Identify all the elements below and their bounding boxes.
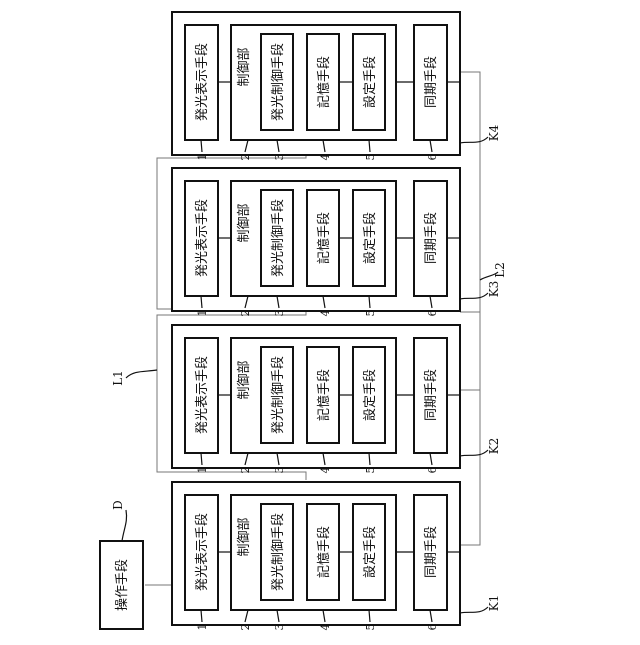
unit-id-leader [460,293,488,299]
ref-numeral-4: 4 [319,467,332,474]
ref-numeral-2: 2 [239,154,252,161]
ref-numeral-3: 3 [273,624,286,631]
sync-label: 同期手段 [424,212,439,264]
setting-label: 設定手段 [362,369,378,421]
unit-k1: 発光表示手段 制御部 発光制御手段 記憶手段 設定手段 同期手段 1 2 3 4 5 6 K1 [172,482,501,631]
operation-block: 操作手段 D [100,500,143,629]
ref-numeral-5: 5 [364,624,377,631]
sync-label: 同期手段 [424,526,439,578]
wire-bus-l2-lower [460,312,480,545]
ref-numeral-6: 6 [426,467,439,474]
unit-id-leader [460,607,488,613]
control-unit-label: 制御部 [237,517,252,556]
l1-leader [126,370,157,378]
unit-id-leader [460,137,488,143]
ref-numeral-5: 5 [364,467,377,474]
setting-label: 設定手段 [362,526,378,578]
operation-ref: D [111,500,125,510]
emit-display-label: 発光表示手段 [195,356,210,434]
unit-id-leader [460,450,488,456]
unit-id-label: K4 [487,124,501,141]
ref-numeral-4: 4 [319,624,332,631]
ref-numeral-1: 1 [196,467,209,474]
ref-numeral-2: 2 [239,310,252,317]
emit-control-label: 発光制御手段 [271,199,286,277]
l2-label: L2 [493,262,507,278]
unit-k4: 発光表示手段 制御部 発光制御手段 記憶手段 設定手段 同期手段 1 2 3 4 5 6 K4 [172,12,501,161]
unit-id-label: K2 [487,438,501,455]
setting-label: 設定手段 [362,212,378,264]
ref-numeral-3: 3 [273,154,286,161]
ref-numeral-1: 1 [196,310,209,317]
operation-label: 操作手段 [114,559,130,611]
setting-label: 設定手段 [362,56,378,108]
unit-k2: 発光表示手段 制御部 発光制御手段 記憶手段 設定手段 同期手段 1 2 3 4 5 6 K2 [172,325,501,474]
ref-numeral-6: 6 [426,624,439,631]
memory-label: 記憶手段 [316,369,332,421]
memory-label: 記憶手段 [316,212,332,264]
operation-ref-leader [122,510,127,541]
sync-label: 同期手段 [424,56,439,108]
emit-control-label: 発光制御手段 [271,356,286,434]
ref-numeral-6: 6 [426,310,439,317]
emit-display-label: 発光表示手段 [195,513,210,591]
emit-display-label: 発光表示手段 [195,43,210,121]
ref-numeral-4: 4 [319,310,332,317]
ref-numeral-3: 3 [273,467,286,474]
emit-control-label: 発光制御手段 [271,43,286,121]
ref-numeral-5: 5 [364,154,377,161]
memory-label: 記憶手段 [316,526,332,578]
ref-numeral-1: 1 [196,154,209,161]
sync-label: 同期手段 [424,369,439,421]
control-unit-label: 制御部 [237,360,252,399]
ref-numeral-1: 1 [196,624,209,631]
ref-numeral-2: 2 [239,624,252,631]
ref-numeral-4: 4 [319,154,332,161]
memory-label: 記憶手段 [316,56,332,108]
ref-numeral-6: 6 [426,154,439,161]
ref-numeral-5: 5 [364,310,377,317]
ref-numeral-2: 2 [239,467,252,474]
unit-k3: 発光表示手段 制御部 発光制御手段 記憶手段 設定手段 同期手段 1 2 3 4 5 6 K3 [172,168,501,317]
control-unit-label: 制御部 [237,47,252,86]
emit-control-label: 発光制御手段 [271,513,286,591]
unit-stack: 発光表示手段制御部発光制御手段記憶手段設定手段同期手段123456K4発光表示手… [172,12,501,631]
ref-numeral-3: 3 [273,310,286,317]
unit-id-label: K1 [487,595,501,612]
l1-label: L1 [111,370,125,386]
control-unit-label: 制御部 [237,203,252,242]
unit-id-label: K3 [487,281,501,298]
emit-display-label: 発光表示手段 [195,199,210,277]
